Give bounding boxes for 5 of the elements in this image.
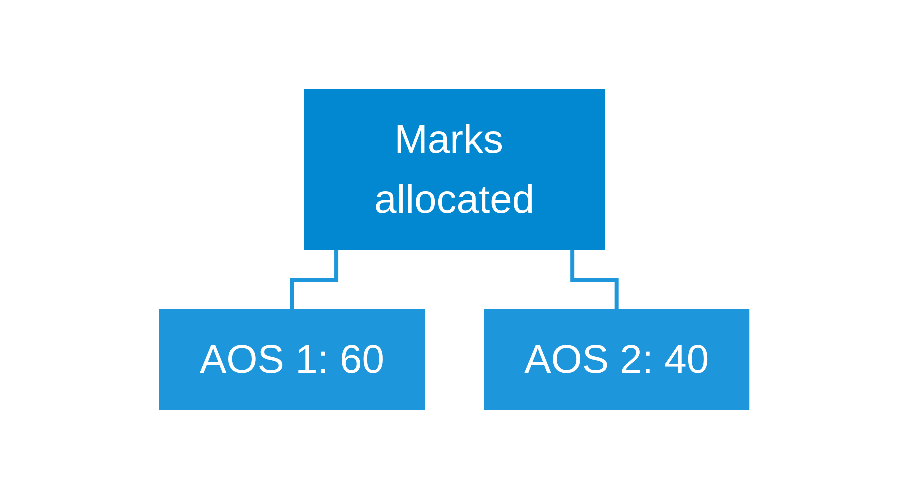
node-box: AOS 2: 40 — [484, 310, 750, 410]
connector — [290, 250, 339, 312]
node-box: AOS 1: 60 — [160, 310, 426, 410]
connector — [571, 250, 620, 312]
node-box: Marks allocated — [304, 90, 606, 250]
